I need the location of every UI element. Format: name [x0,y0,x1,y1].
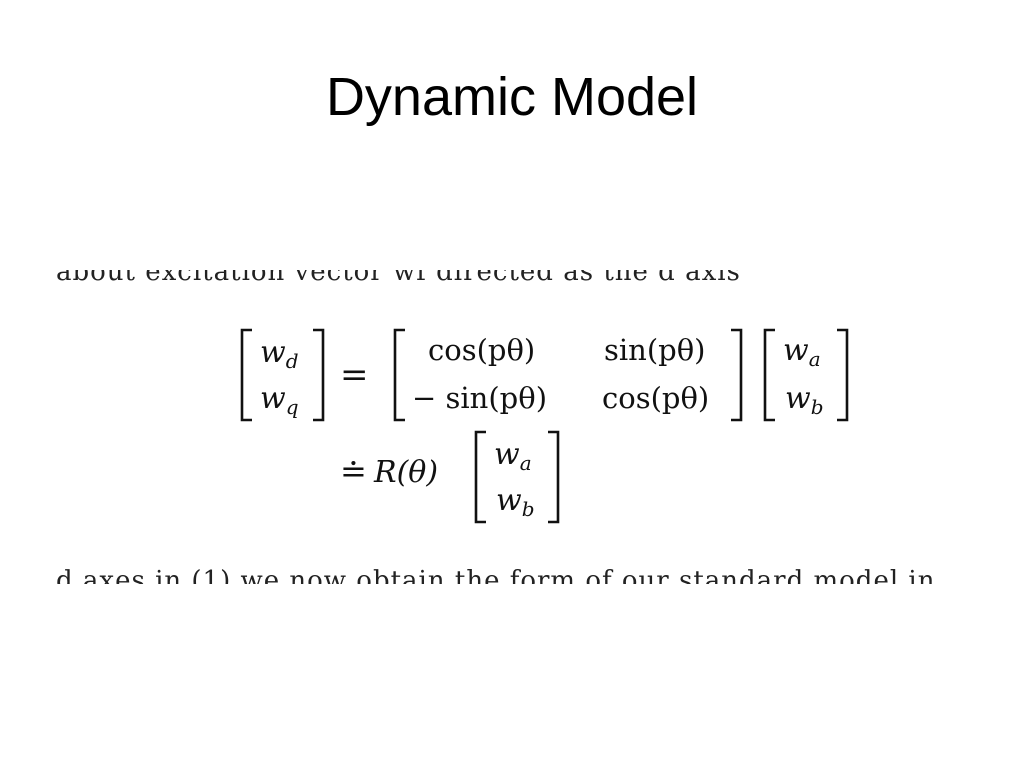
rotation-operator: R(θ) [373,455,438,490]
svg-text:wa: wa [494,437,532,475]
matrix-entry-11: cos(pθ) [428,333,535,367]
rhs-vector: wa wb [763,328,849,422]
svg-text:wb: wb [785,381,824,419]
matrix-entry-22: cos(pθ) [602,381,709,415]
svg-text:wq: wq [260,381,299,419]
rotation-matrix: cos(pθ) sin(pθ) − sin(pθ) cos(pθ) [393,328,743,422]
matrix-entry-12: sin(pθ) [604,333,706,367]
slide-title: Dynamic Model [325,67,699,127]
equation-image: wd wq = cos(pθ) sin(pθ) − sin(pθ) cos(pθ… [240,328,849,524]
second-line: ≐ R(θ) wa wb [340,430,560,524]
svg-text:wb: wb [496,483,535,521]
svg-text:wd: wd [260,335,299,373]
svg-text:wa: wa [783,333,821,371]
cropped-text-top-content: about excitation vector wf directed as t… [56,270,741,287]
matrix-entry-21: − sin(pθ) [412,381,547,415]
approx-equals: ≐ [340,452,367,490]
equals-sign: = [340,355,369,395]
cropped-text-bottom-content: d axes in (1) we now obtain the form of … [56,566,936,584]
lhs-vector: wd wq [240,328,325,422]
cropped-text-bottom: d axes in (1) we now obtain the form of … [56,564,946,584]
cropped-text-top: about excitation vector wf directed as t… [56,270,786,290]
